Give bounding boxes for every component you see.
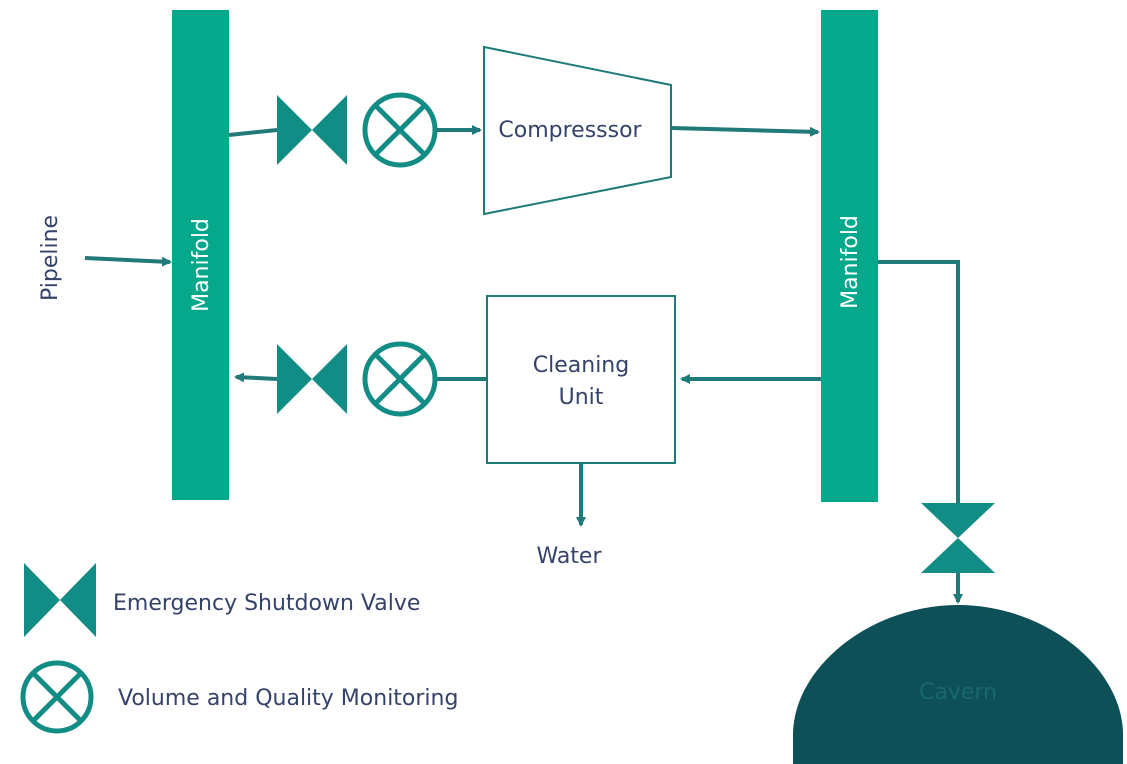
legend-valve-icon	[24, 563, 96, 637]
cleaning-unit-box	[486, 295, 676, 464]
valve-lower-icon	[277, 344, 347, 414]
compressor-shape	[483, 45, 672, 216]
cleaning-unit-label-line1: Cleaning	[533, 353, 629, 378]
cavern-shape	[793, 605, 1123, 764]
legend-monitor-icon	[20, 660, 94, 734]
manifold-right	[821, 10, 878, 502]
pipeline-label: Pipeline	[38, 215, 63, 301]
cleaning-unit-label-line2: Unit	[559, 385, 604, 410]
compressor-label: Compresssor	[498, 118, 642, 143]
pipe-upper-3	[671, 126, 820, 137]
pipe-cavern-1	[878, 260, 960, 503]
valve-upper-icon	[277, 95, 347, 165]
manifold-left	[172, 10, 229, 500]
legend-monitor-label: Volume and Quality Monitoring	[118, 686, 458, 711]
valve-cavern-icon	[921, 503, 995, 573]
pipe-lower-3	[234, 372, 278, 383]
manifold-left-label: Manifold	[189, 218, 214, 312]
pipe-upper-1	[228, 128, 278, 137]
manifold-right-label: Manifold	[838, 215, 863, 309]
legend-valve-label: Emergency Shutdown Valve	[113, 591, 420, 616]
cavern-label: Cavern	[919, 680, 997, 705]
pipeline-arrow	[84, 256, 172, 267]
monitor-upper-icon	[362, 92, 438, 168]
monitor-lower-icon	[362, 341, 438, 417]
water-label: Water	[536, 544, 602, 569]
